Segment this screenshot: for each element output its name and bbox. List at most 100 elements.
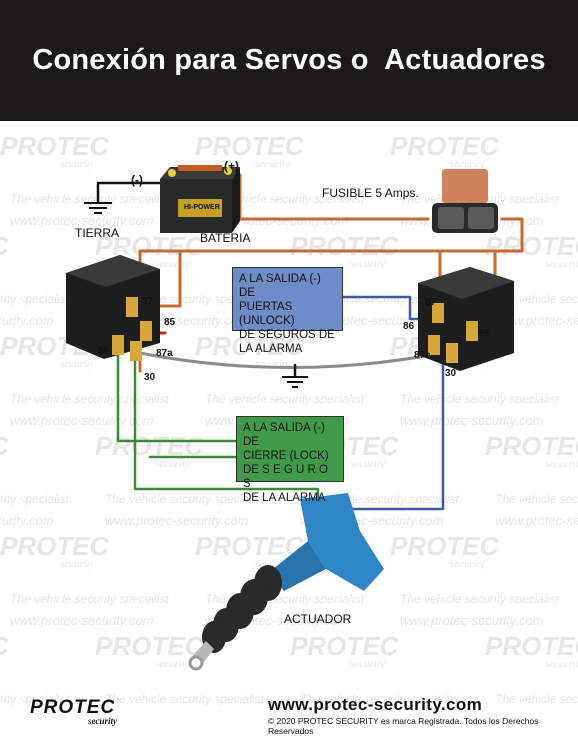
watermark-logo: PROTEC <box>0 631 10 661</box>
watermark-logo: PROTEC <box>290 631 400 661</box>
watermark-logo: PROTEC <box>0 531 110 561</box>
battery-label: BATERIA <box>200 231 251 245</box>
watermark-sub: security <box>450 558 485 570</box>
watermark-logo: PROTEC <box>95 631 205 661</box>
battery-brand-label: HI-POWER <box>184 204 220 211</box>
watermark-tagline: The vehicle security specialist <box>105 492 264 506</box>
watermark-url: www.protec-security.com <box>495 513 578 528</box>
watermark-tagline: The vehicle security specialist <box>0 292 69 306</box>
wire-lock-green <box>116 344 238 443</box>
watermark-tagline: The vehicle security specialist <box>0 692 69 706</box>
watermark-tagline: The vehicle security specialist <box>10 592 169 606</box>
relay-left-85-label: 85 <box>164 317 176 328</box>
lock-line-3: DE S E G U R O S <box>243 464 328 490</box>
relay-right-85-label: 85 <box>478 328 490 339</box>
watermark-sub: security <box>255 158 290 170</box>
relay-right-pin-87 <box>432 303 444 323</box>
footer-url: www.protec-security.com <box>268 695 483 714</box>
ground-label: TIERRA <box>75 226 120 240</box>
relay-right <box>418 267 514 371</box>
actuator-boot <box>202 565 282 653</box>
battery-negative-terminal <box>168 169 176 177</box>
relay-left-87a-label: 87a <box>156 348 173 359</box>
footer-copyright: © 2020 PROTEC SECURITY es marca Registra… <box>268 716 539 736</box>
watermark-url: www.protec-security.com <box>400 613 544 628</box>
wire-right-30 <box>333 359 445 511</box>
watermark-tagline: The vehicle security specialist <box>495 292 578 306</box>
relay-left-pin-86 <box>112 335 124 355</box>
relay-left-pin-87a <box>130 341 142 361</box>
watermark-logo: PROTEC <box>485 631 578 661</box>
watermark-url: www.protec-security.com <box>10 213 154 228</box>
watermark-tagline: The vehicle security specialist <box>400 592 559 606</box>
watermark-tagline: The vehicle security specialist <box>205 392 364 406</box>
battery-positive-label: (+) <box>224 159 239 173</box>
watermark-tagline: The vehicle security specialist <box>300 692 459 706</box>
watermark-logo: PROTEC <box>390 531 500 561</box>
watermark-sub: security <box>155 458 190 470</box>
watermark-url: www.protec-security.com <box>10 613 154 628</box>
watermark-url: www.protec-security.com <box>105 513 249 528</box>
watermark-tagline: The vehicle security specialist <box>495 492 578 506</box>
relay-right-87a-label: 87a <box>414 350 431 361</box>
relay-right-pin-86 <box>428 335 440 355</box>
watermark-logo: PROTEC <box>195 131 305 161</box>
fuse-label: FUSIBLE 5 Amps. <box>322 186 419 200</box>
relay-left <box>66 255 160 361</box>
relay-right-30-label: 30 <box>445 368 457 379</box>
ground-symbol-center <box>282 376 308 388</box>
unlock-info-box: A LA SALIDA (-) DE PUERTAS (UNLOCK) DE S… <box>232 267 343 355</box>
watermark-sub: security <box>60 558 95 570</box>
lock-line-4: DE LA ALARMA <box>243 492 326 504</box>
watermark-url: www.protec-security.com <box>0 313 54 328</box>
unlock-line-4: LA ALARMA <box>239 343 303 355</box>
relay-left-87-label: 87 <box>142 296 154 307</box>
watermark-logo: PROTEC <box>485 431 578 461</box>
watermark-tagline: The vehicle security specialist <box>400 392 559 406</box>
actuator <box>188 493 384 671</box>
relay-right-pin-85 <box>466 321 478 341</box>
wire-ground <box>96 181 170 203</box>
wire-bus-left-87 <box>156 249 182 308</box>
watermark-sub: security <box>155 658 190 670</box>
page-title: Conexión para Servos o Actuadores <box>32 44 546 76</box>
relay-left-86-label: 86 <box>98 346 110 357</box>
watermark-url: www.protec-security.com <box>400 413 544 428</box>
lock-line-2: CIERRE (LOCK) <box>243 450 329 462</box>
watermark-logo: PROTEC <box>290 231 400 261</box>
footer-logo: PROTEC <box>30 697 116 718</box>
watermark-sub: security <box>545 458 578 470</box>
watermark-tagline: The vehicle security specialist <box>10 392 169 406</box>
watermark-logo: PROTEC <box>0 431 10 461</box>
watermark-tagline: The vehicle security specialist <box>105 692 264 706</box>
watermark-sub: security <box>545 258 578 270</box>
watermark-sub: security <box>350 458 385 470</box>
watermark-tagline: The vehicle security specialist <box>205 192 364 206</box>
battery <box>160 165 240 233</box>
relay-left-30-label: 30 <box>144 372 156 383</box>
watermark-logo: PROTEC <box>0 131 110 161</box>
watermark-sub: security <box>350 258 385 270</box>
relay-left-pin-87 <box>126 297 138 317</box>
watermark-logo: PROTEC <box>0 231 10 261</box>
wiring-diagram <box>66 165 524 671</box>
watermark-sub: security <box>450 158 485 170</box>
watermark-logo: PROTEC <box>195 531 305 561</box>
header-bar <box>0 0 578 121</box>
watermark-logo: PROTEC <box>95 231 205 261</box>
lock-info-box: A LA SALIDA (-) DE CIERRE (LOCK) DE S E … <box>236 416 344 504</box>
ground-symbol-battery <box>84 202 112 214</box>
relay-right-86-label: 86 <box>403 321 415 332</box>
fuse <box>432 169 498 233</box>
relay-right-pin-87a <box>446 343 458 363</box>
watermark-sub: security <box>60 358 95 370</box>
actuator-label: ACTUADOR <box>284 612 352 626</box>
battery-negative-label: (-) <box>131 173 143 187</box>
watermark-sub: security <box>350 658 385 670</box>
battery-positive-terminal <box>224 167 232 175</box>
unlock-line-3: DE SEGUROS DE <box>239 329 335 341</box>
watermark-tagline: The vehicle security specialist <box>495 692 578 706</box>
watermark-logo: PROTEC <box>485 231 578 261</box>
watermark-logo: PROTEC <box>195 331 305 361</box>
watermark-url: www.protec-security.com <box>495 313 578 328</box>
